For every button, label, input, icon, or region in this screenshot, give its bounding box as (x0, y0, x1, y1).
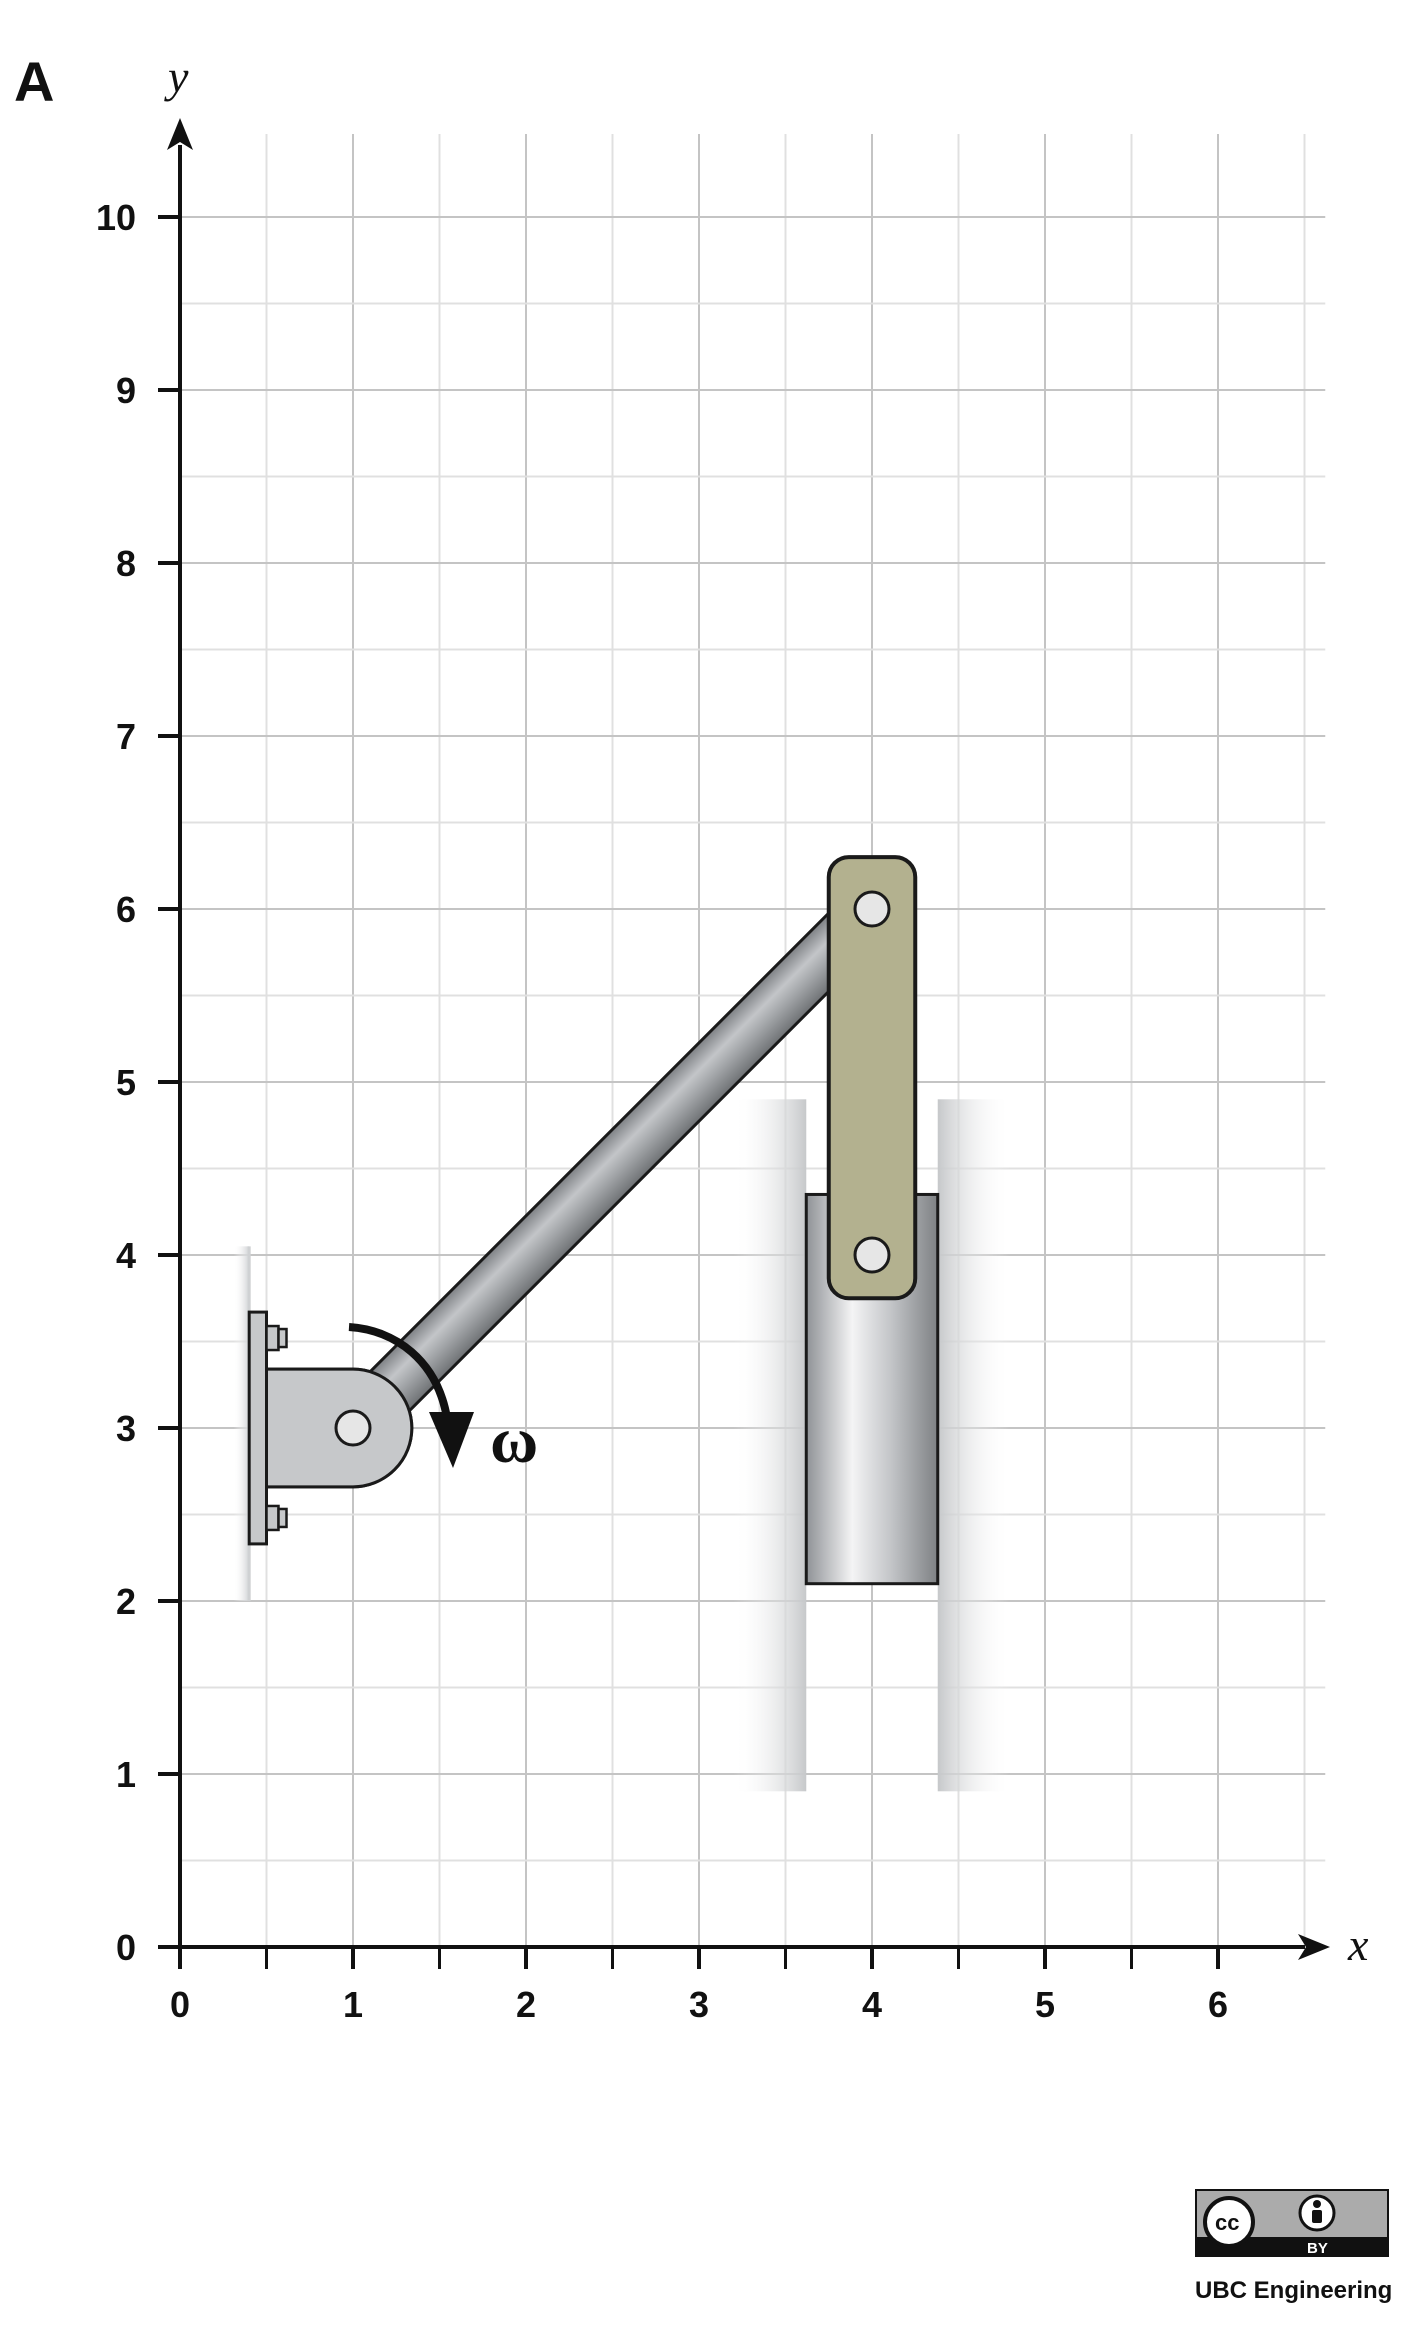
rotation-arrow-icon (348, 1323, 451, 1419)
y-tick-label: 4 (116, 1235, 136, 1276)
x-tick-label: 5 (1035, 1984, 1055, 2025)
x-tick-label: 6 (1208, 1984, 1228, 2025)
y-tick-label: 1 (116, 1754, 136, 1795)
y-tick-label: 8 (116, 543, 136, 584)
y-tick-label: 7 (116, 716, 136, 757)
x-axis-arrow-icon (1298, 1934, 1330, 1960)
panel-label: A (14, 50, 54, 113)
axes: x y (164, 51, 1369, 1970)
x-tick-label: 2 (516, 1984, 536, 2025)
bolt-icon (265, 1504, 280, 1532)
link-bar (826, 855, 918, 1301)
x-axis-label: x (1347, 1919, 1369, 1970)
by-person-body-icon (1312, 2210, 1322, 2223)
cc-logo-text: cc (1215, 2210, 1239, 2235)
crank-rod (265, 882, 899, 1489)
guide-right (937, 1099, 1011, 1792)
y-tick-label: 9 (116, 370, 136, 411)
y-axis-label: y (164, 51, 189, 102)
x-tick-label: 4 (862, 1984, 882, 2025)
x-tick-label: 1 (343, 1984, 363, 2025)
y-tick-label: 2 (116, 1581, 136, 1622)
link-pin-icon (853, 890, 891, 928)
angular-velocity-indicator: ω (348, 1323, 538, 1477)
slider-guides (733, 1099, 1011, 1792)
y-tick-label: 6 (116, 889, 136, 930)
bolt-head-icon (277, 1327, 288, 1349)
x-tick-label: 0 (170, 1984, 190, 2025)
y-tick-label: 0 (116, 1927, 136, 1968)
by-label: BY (1307, 2240, 1328, 2257)
by-person-head-icon (1313, 2200, 1321, 2208)
rotation-arrowhead-icon (429, 1412, 474, 1468)
wall-hatch (233, 1246, 250, 1601)
y-ticks: 0 1 2 3 4 5 6 7 8 9 10 (96, 197, 180, 1968)
cc-by-badge: cc BY UBC Engineering (1195, 2189, 1392, 2304)
y-axis-arrow-icon (167, 118, 193, 150)
omega-label: ω (490, 1404, 538, 1477)
connecting-link (826, 855, 918, 1301)
bolt-icon (265, 1324, 280, 1352)
cc-logo-icon (1203, 2196, 1255, 2248)
x-ticks: 0 1 2 3 4 5 6 (170, 1947, 1228, 2025)
crank-pivot-pin-icon (334, 1409, 372, 1447)
y-tick-label: 5 (116, 1062, 136, 1103)
x-tick-label: 3 (689, 1984, 709, 2025)
y-tick-label: 3 (116, 1408, 136, 1449)
base-plate (247, 1310, 268, 1546)
link-pin-icon (853, 1236, 891, 1274)
guide-left (733, 1099, 807, 1792)
credit-label: UBC Engineering (1195, 2277, 1392, 2304)
y-tick-label: 10 (96, 197, 136, 238)
bolt-head-icon (277, 1507, 288, 1529)
